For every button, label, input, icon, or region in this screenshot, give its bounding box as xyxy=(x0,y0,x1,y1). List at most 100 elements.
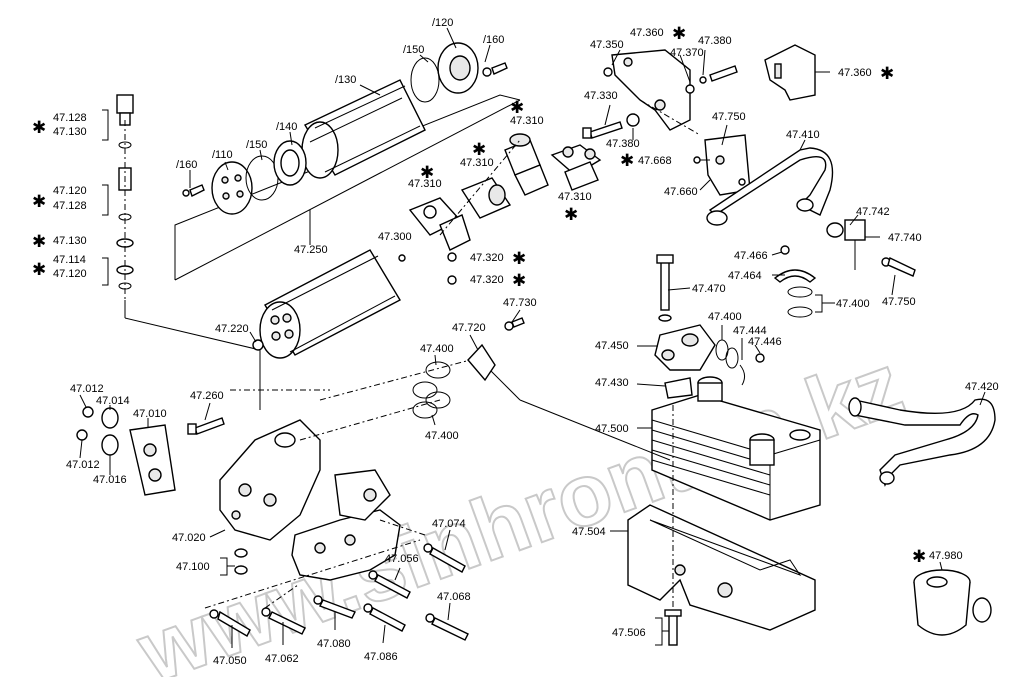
label-47062: 47.062 xyxy=(265,653,299,665)
label-47410: 47.410 xyxy=(786,129,820,141)
label-150b: /150 xyxy=(246,139,267,151)
casting-lower xyxy=(291,469,401,581)
label-160a: /160 xyxy=(483,34,504,46)
label-47750a: 47.750 xyxy=(712,111,746,123)
oring-47300 xyxy=(398,254,406,262)
bolt-47260 xyxy=(187,417,225,435)
end-plate-110 xyxy=(211,161,253,215)
bolt-47470 xyxy=(656,254,674,322)
label-110: /110 xyxy=(212,149,233,161)
screw-47730 xyxy=(504,317,525,331)
label-47980: 47.980 xyxy=(929,550,963,562)
label-47350: 47.350 xyxy=(590,39,624,51)
cover-120 xyxy=(437,42,479,94)
label-47086: 47.086 xyxy=(364,651,398,663)
bracket-47504 xyxy=(627,504,816,631)
washer-47100a xyxy=(234,548,248,558)
star-icon-5: ✱ xyxy=(510,98,524,118)
valve-47310-top xyxy=(504,133,549,196)
part-47980 xyxy=(913,569,992,636)
label-47310c: 47.310 xyxy=(408,178,442,190)
label-47130a: 47.130 xyxy=(53,126,87,138)
bolt-47074 xyxy=(423,543,466,573)
label-47320b: 47.320 xyxy=(470,274,504,286)
label-47120a: 47.120 xyxy=(53,185,87,197)
label-47380a: 47.380 xyxy=(698,35,732,47)
label-47446: 47.446 xyxy=(748,336,782,348)
label-47014: 47.014 xyxy=(96,395,130,407)
label-47012b: 47.012 xyxy=(66,459,100,471)
bolt-47056 xyxy=(368,570,411,599)
label-120: /120 xyxy=(432,17,453,29)
hose-47420 xyxy=(848,397,996,487)
label-140: /140 xyxy=(276,121,297,133)
label-47310a: 47.310 xyxy=(510,115,544,127)
screw-47320a xyxy=(447,252,457,262)
bolt-47062 xyxy=(261,607,306,635)
label-47400d: 47.400 xyxy=(708,311,742,323)
adapter-47450 xyxy=(654,324,716,371)
label-47128b: 47.128 xyxy=(53,200,87,212)
label-47420: 47.420 xyxy=(965,381,999,393)
bolt-47750b xyxy=(881,257,916,277)
bolt-47068 xyxy=(425,613,469,641)
label-47056: 47.056 xyxy=(385,553,419,565)
plate-47010 xyxy=(129,424,176,496)
label-150a: /150 xyxy=(403,44,424,56)
star-icon-13: ✱ xyxy=(620,151,634,171)
star-icon-3: ✱ xyxy=(32,232,46,252)
label-47300: 47.300 xyxy=(378,231,412,243)
bolt-160b xyxy=(182,184,205,197)
label-47466: 47.466 xyxy=(734,250,768,262)
label-47464: 47.464 xyxy=(728,270,762,282)
label-47380b: 47.380 xyxy=(606,138,640,150)
star-icon-4: ✱ xyxy=(32,260,46,280)
seal-47014 xyxy=(101,407,119,456)
bolt-160a xyxy=(482,62,508,77)
screw-47320b xyxy=(447,275,457,285)
label-47500: 47.500 xyxy=(595,423,629,435)
oring-47400a2 xyxy=(787,306,813,318)
oring-47400a1 xyxy=(787,286,813,298)
label-47730: 47.730 xyxy=(503,297,537,309)
seal-ring-150a xyxy=(410,57,440,103)
seal-140 xyxy=(273,140,307,186)
oring-47400b2 xyxy=(725,347,739,369)
label-47470: 47.470 xyxy=(692,283,726,295)
label-130: /130 xyxy=(335,74,356,86)
label-47320a: 47.320 xyxy=(470,252,504,264)
nut-47668 xyxy=(693,156,701,164)
housing-47020 xyxy=(219,419,321,541)
label-47720: 47.720 xyxy=(452,322,486,334)
label-47250: 47.250 xyxy=(294,244,328,256)
bracket-47360-standalone xyxy=(764,44,816,101)
star-icon-6: ✱ xyxy=(472,140,486,160)
clamp-47740 xyxy=(826,219,866,270)
label-47020: 47.020 xyxy=(172,532,206,544)
label-47370: 47.370 xyxy=(670,47,704,59)
label-47050: 47.050 xyxy=(213,655,247,667)
pipe-47720 xyxy=(467,343,496,382)
leader-lines xyxy=(79,27,986,648)
sensor-stack xyxy=(116,94,134,300)
part-labels: /120 /150 /160 /130 /160 /110 /150 /140 … xyxy=(32,17,999,667)
screw-47446 xyxy=(755,353,765,363)
label-47068: 47.068 xyxy=(437,591,471,603)
valve-47310-mid xyxy=(460,177,512,219)
gasket-47430 xyxy=(664,377,693,399)
label-47100: 47.100 xyxy=(176,561,210,573)
bracket-47360 xyxy=(611,49,691,131)
star-icon-11: ✱ xyxy=(672,24,686,44)
label-47010: 47.010 xyxy=(133,408,167,420)
clip-47660 xyxy=(704,134,751,196)
bolt-47050 xyxy=(209,609,251,637)
label-47740: 47.740 xyxy=(888,232,922,244)
clamp-47466 xyxy=(773,245,817,283)
bolt-47086 xyxy=(363,603,406,632)
label-47450: 47.450 xyxy=(595,340,629,352)
oring-47012a xyxy=(82,406,94,418)
label-47400b: 47.400 xyxy=(420,343,454,355)
label-47120b: 47.120 xyxy=(53,268,87,280)
label-47444: 47.444 xyxy=(733,325,767,337)
